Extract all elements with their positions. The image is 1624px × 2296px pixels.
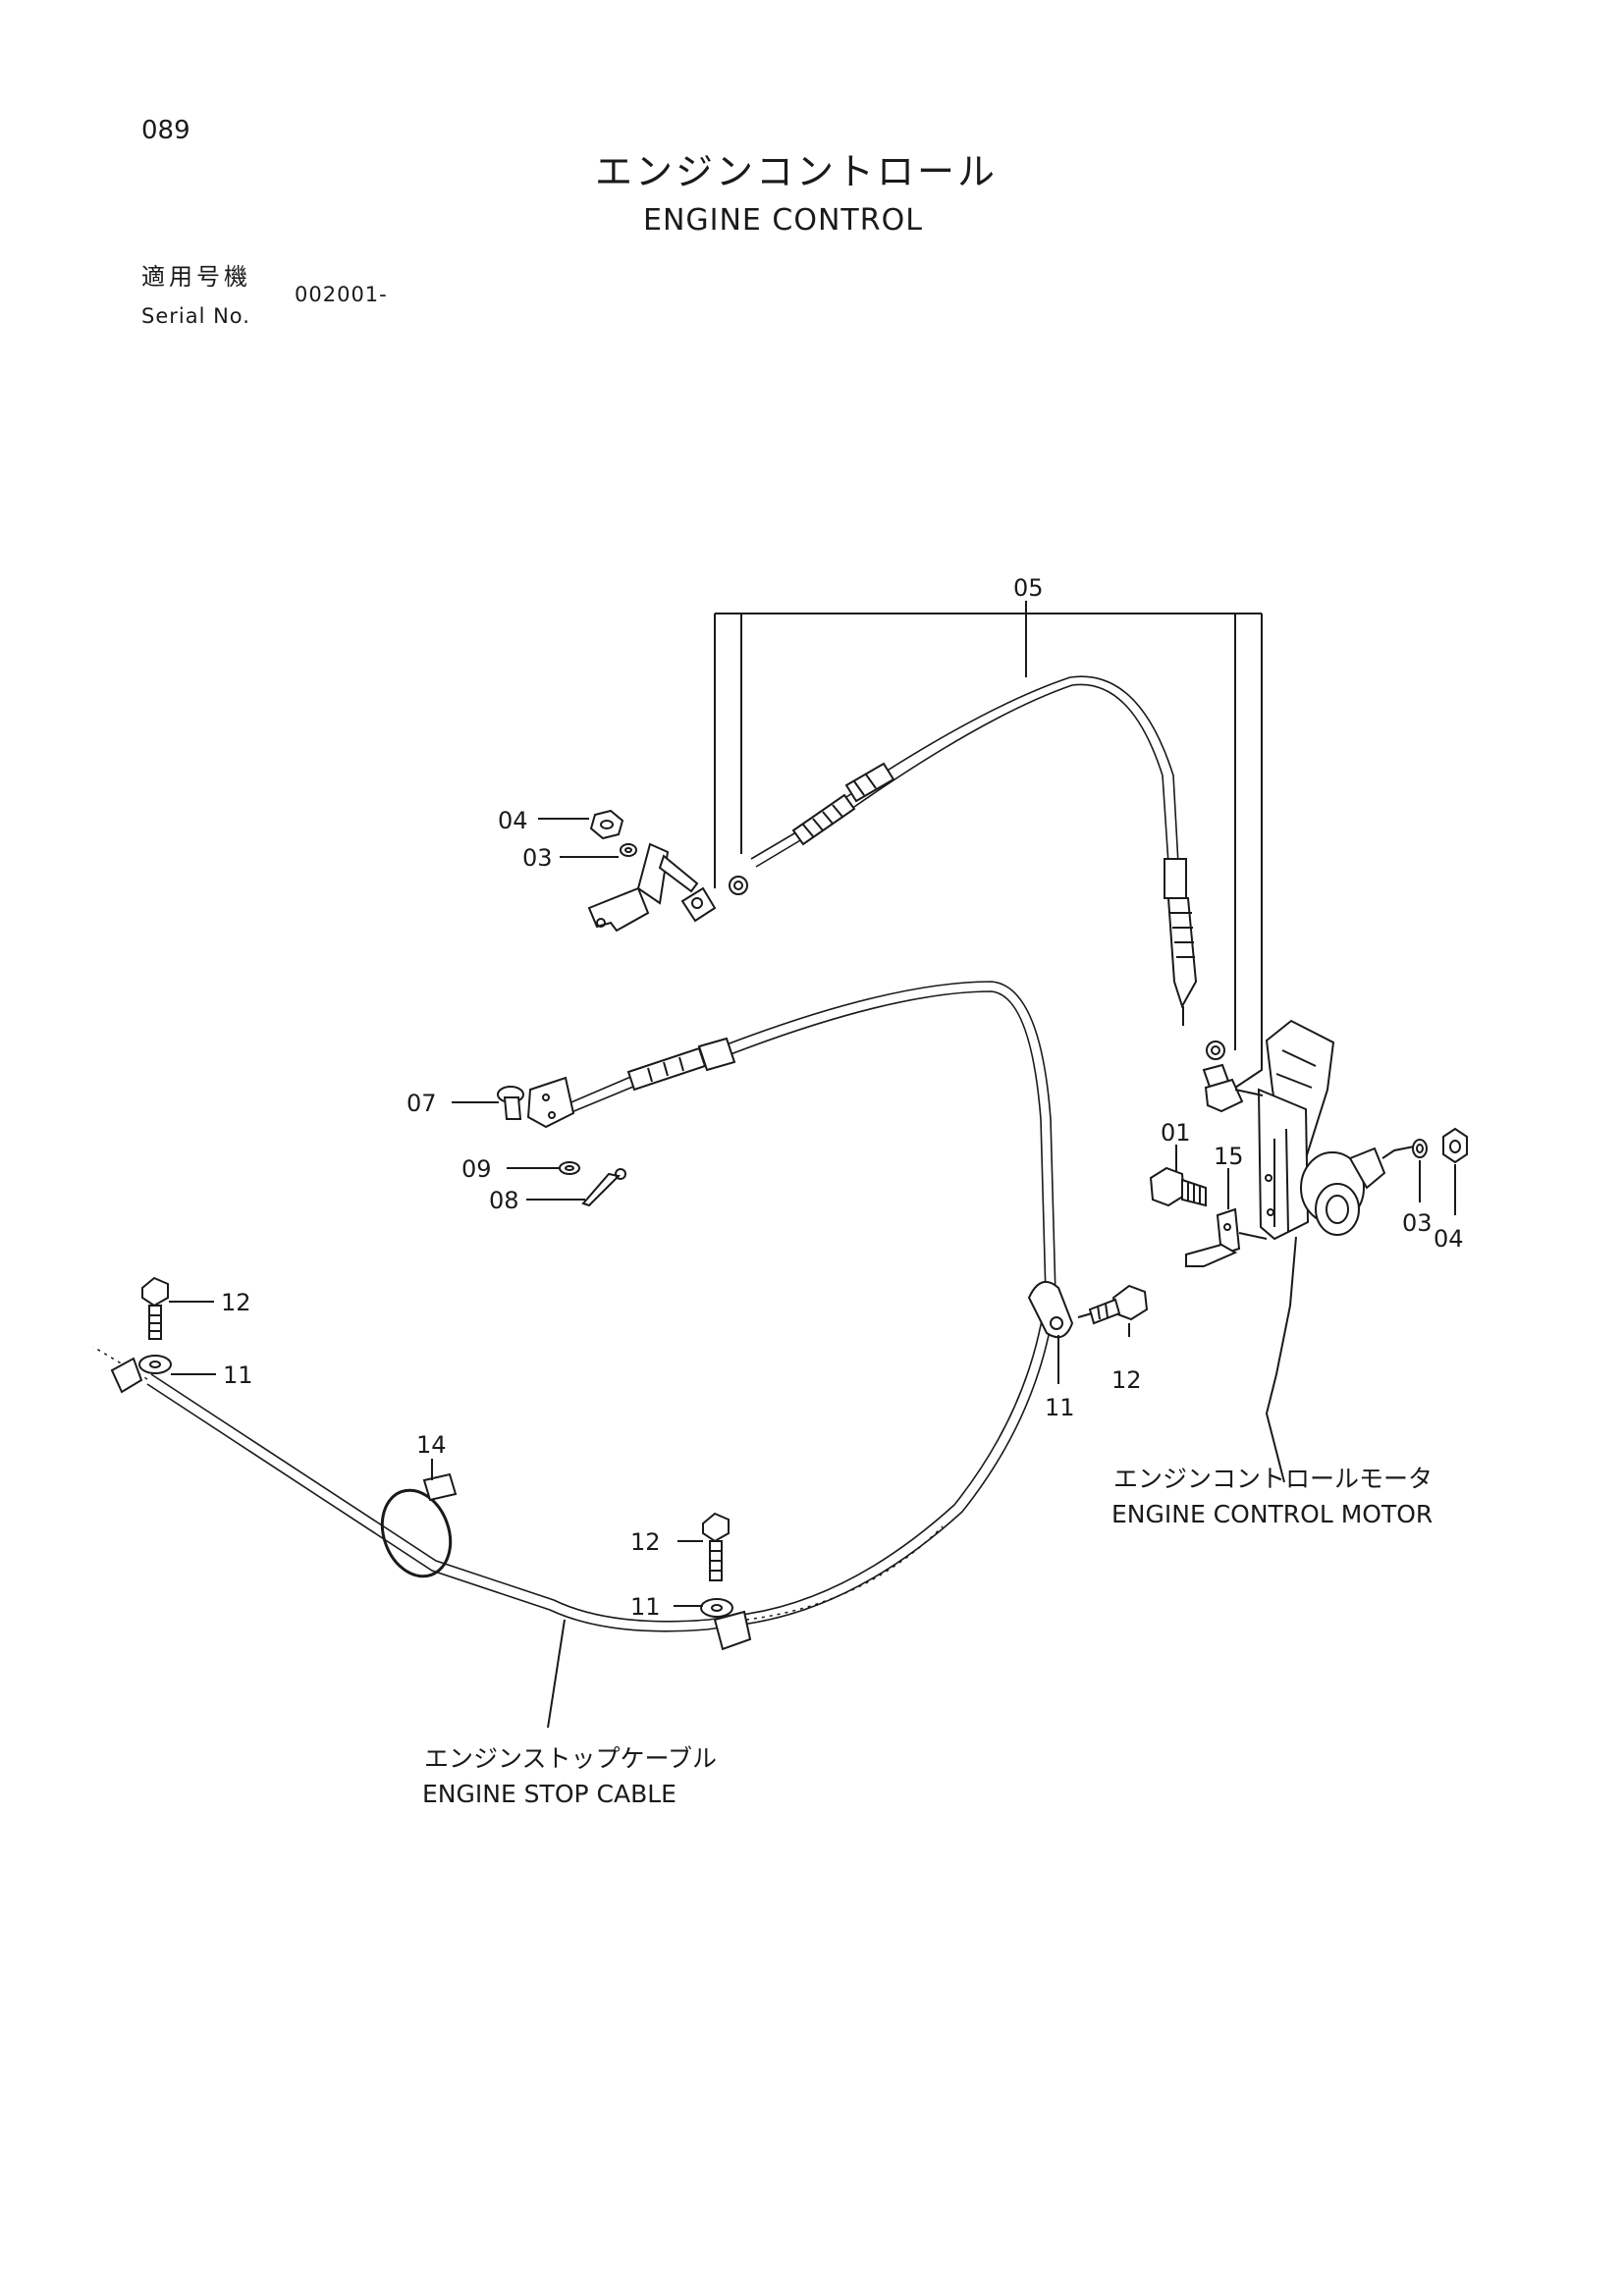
cable-end-nut-left [729,876,748,895]
cotter-pin-08 [581,1168,626,1207]
callout-12-right: 12 [1111,1366,1142,1394]
cable-threaded-end-left [791,762,895,846]
cable-tie-14 [380,1472,458,1578]
callout-11-bottom: 11 [630,1593,661,1621]
callout-05: 05 [1013,574,1044,602]
clamp-11-right [1027,1280,1074,1339]
callout-07: 07 [406,1090,437,1117]
washer-03-right [1412,1139,1428,1158]
page-number: 089 [141,116,190,145]
caption-stop-cable-english: ENGINE STOP CABLE [422,1780,677,1808]
leader-lines [169,818,1456,1729]
washer-09 [559,1161,580,1175]
callout-04-right: 04 [1434,1225,1464,1253]
bolt-12-left [141,1276,169,1340]
bolt-01 [1149,1166,1207,1207]
bolt-12-right [1077,1284,1149,1325]
serial-number-value: 002001- [295,283,388,306]
nut-04-top [589,809,624,840]
cable-threaded-end-right [1164,858,1198,1026]
callout-11-right: 11 [1045,1394,1075,1421]
engine-control-motor [1204,1019,1415,1241]
callout-12-left: 12 [221,1289,251,1316]
callout-01: 01 [1161,1119,1191,1147]
serial-label-english: Serial No. [141,304,250,328]
engine-stop-cable [92,981,1056,1632]
clamp-11-bottom [700,1598,752,1651]
callout-12-bottom: 12 [630,1528,661,1556]
serial-label-japanese: 適用号機 [141,263,251,291]
stop-cable-end-fitting [526,1037,736,1129]
clamp-11-left [110,1355,172,1394]
page-title-japanese: エンジンコントロール [595,150,999,193]
callout-11-left: 11 [223,1362,253,1389]
callout-08: 08 [489,1187,519,1214]
pin-07 [497,1086,524,1120]
callout-bracket-05 [714,601,1263,1089]
caption-motor-english: ENGINE CONTROL MOTOR [1111,1500,1433,1528]
caption-stop-cable-japanese: エンジンストップケーブル [424,1744,717,1773]
caption-motor-japanese: エンジンコントロールモータ [1113,1465,1433,1493]
callout-14: 14 [416,1431,447,1459]
washer-03-top [620,843,637,857]
callout-15: 15 [1214,1143,1244,1170]
page-title-english: ENGINE CONTROL [643,203,923,238]
bracket-15 [1185,1207,1268,1267]
cable-bracket-ball-joint [587,842,717,933]
engine-control-cable [729,675,1231,1092]
callout-03-right: 03 [1402,1209,1433,1237]
bolt-12-bottom [702,1512,730,1581]
callout-03-top: 03 [522,844,553,872]
callout-09: 09 [461,1155,492,1183]
callout-04-top: 04 [498,807,528,834]
nut-04-right [1442,1127,1468,1164]
